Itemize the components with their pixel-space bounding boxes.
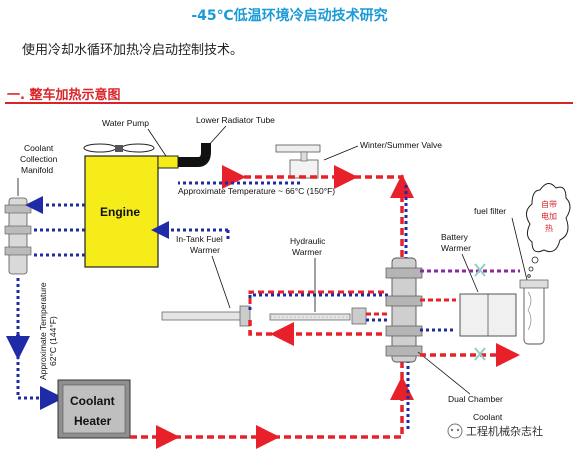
coolant-manifold xyxy=(4,197,32,275)
winter-summer-valve xyxy=(275,144,321,179)
in-tank-fuel-warmer xyxy=(161,305,251,327)
winter-summer-valve-label: Winter/Summer Valve xyxy=(360,140,442,150)
bubble-text-2: 电加 xyxy=(541,211,557,221)
in-tank-label-1: In-Tank Fuel xyxy=(176,234,223,244)
fan-icon xyxy=(83,143,155,153)
bubble-text-1: 自带 xyxy=(541,199,557,209)
watermark-logo xyxy=(447,423,463,439)
lower-radiator-tube-label: Lower Radiator Tube xyxy=(196,115,275,125)
thought-bubble xyxy=(526,183,571,278)
page-title: -45℃低温环境冷启动技术研究 xyxy=(191,8,388,24)
coolant-heater-label-1: Coolant xyxy=(70,394,115,408)
battery-label-2: Warmer xyxy=(441,243,471,253)
watermark-text: 工程机械杂志社 xyxy=(466,424,543,438)
hydraulic-label-2: Warmer xyxy=(292,247,322,257)
coolant-bottom-label: Coolant xyxy=(473,412,503,422)
coolant-heater-label-2: Heater xyxy=(74,414,112,428)
approx-temp-side-label-1: Approximate Temperature xyxy=(38,282,48,380)
manifold-label-1: Coolant xyxy=(24,143,54,153)
engine-label: Engine xyxy=(100,205,140,219)
hydraulic-warmer xyxy=(269,307,367,325)
bubble-text-3: 热 xyxy=(545,223,553,233)
disabled-connection-bottom xyxy=(474,347,486,361)
dual-chamber xyxy=(385,257,423,363)
water-pump-label: Water Pump xyxy=(102,118,149,128)
engine-block xyxy=(84,155,159,268)
page-subtitle: 使用冷却水循环加热冷启动控制技术。 xyxy=(22,43,244,58)
hot-line-bottom xyxy=(130,360,404,439)
water-pump xyxy=(157,155,179,169)
lower-radiator-tube xyxy=(178,143,211,167)
manifold-label-3: Manifold xyxy=(21,165,53,175)
disabled-connection-top xyxy=(474,263,486,277)
battery-warmer xyxy=(459,293,517,337)
dual-chamber-label: Dual Chamber xyxy=(448,394,503,404)
section-divider xyxy=(5,102,573,104)
in-tank-label-2: Warmer xyxy=(190,245,220,255)
battery-label-1: Battery xyxy=(441,232,469,242)
hydraulic-label-1: Hydraulic xyxy=(290,236,326,246)
approx-temp-top-label: Approximate Temperature ~ 66°C (150°F) xyxy=(178,186,335,196)
manifold-label-2: Collection xyxy=(20,154,58,164)
section-heading: 一. 整车加热示意图 xyxy=(7,88,121,103)
fuel-filter xyxy=(519,279,549,345)
fuel-filter-label: fuel filter xyxy=(474,206,506,216)
approx-temp-side-label-2: 62°C (144°F) xyxy=(48,316,58,366)
